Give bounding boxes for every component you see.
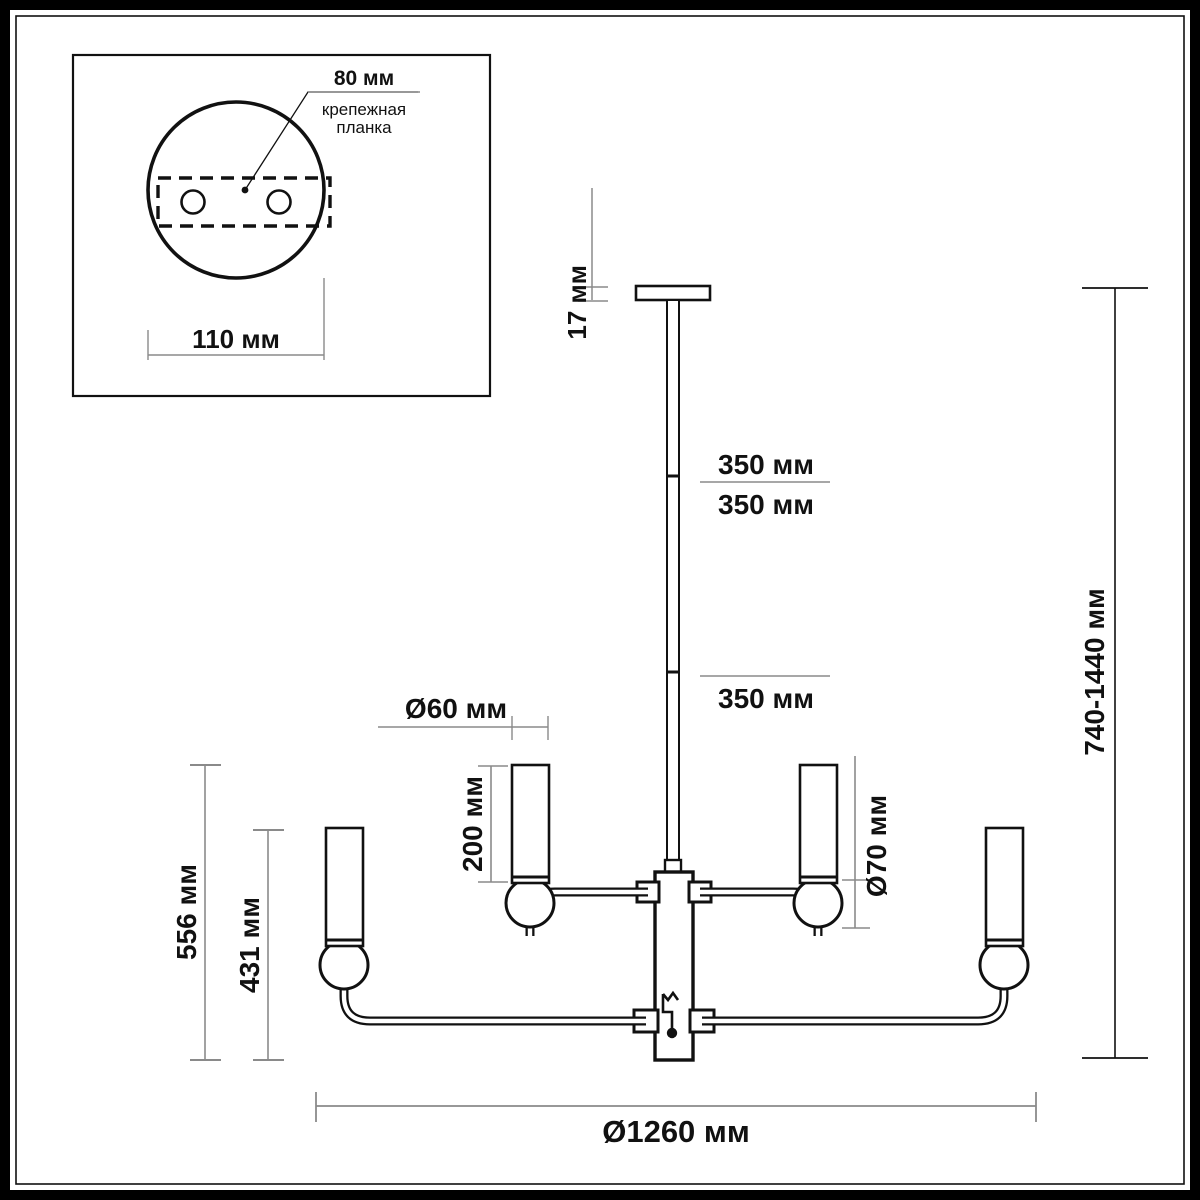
dim-total-height-range-label: 740-1440 мм xyxy=(1079,588,1110,756)
dim-canopy-thickness: 17 мм xyxy=(562,188,608,340)
arm-sphere-inner-right xyxy=(792,877,844,929)
dim-overall-diameter: Ø1260 мм xyxy=(315,1092,1037,1149)
arm-inner-right xyxy=(687,763,844,936)
rod-body-connector xyxy=(663,858,683,874)
ceiling-canopy-plate xyxy=(634,284,712,302)
dim-rod-segment-3-label: 350 мм xyxy=(718,683,814,714)
bracket-hole-right xyxy=(266,189,292,215)
dim-rod-segment-lower: 350 мм xyxy=(700,675,830,714)
dim-overall-diameter-label: Ø1260 мм xyxy=(602,1114,750,1149)
dim-outer-arm-height-label: 556 мм xyxy=(171,864,202,960)
arm-inner-left xyxy=(504,763,661,936)
shade-outer-left xyxy=(324,826,365,948)
canopy-circle xyxy=(146,100,326,280)
dim-bracket-width-label: 80 мм xyxy=(334,67,394,90)
hook-detail xyxy=(661,990,680,1039)
arm-sphere-outer-right xyxy=(978,939,1030,991)
arm-outer-left xyxy=(318,826,660,1034)
arm-sphere-inner-left xyxy=(504,877,556,929)
dim-total-height-range: 740-1440 мм xyxy=(1079,287,1148,1059)
dim-canopy-diameter-label: 110 мм xyxy=(192,324,280,354)
central-body xyxy=(653,870,695,1062)
dim-outer-arm-height: 556 мм xyxy=(171,764,221,1061)
dim-inner-arm-height: 431 мм xyxy=(234,829,284,1061)
dim-rod-segments-upper: 350 мм 350 мм xyxy=(700,449,830,520)
shade-outer-right xyxy=(984,826,1025,948)
dim-sphere-diameter-label: Ø70 мм xyxy=(861,795,892,897)
dim-shade-diameter-label: Ø60 мм xyxy=(405,693,507,724)
dim-canopy-thickness-label: 17 мм xyxy=(562,265,592,340)
callout-label-line1: крепежная xyxy=(322,100,406,119)
shade-inner-left xyxy=(510,763,551,885)
dim-canopy-diameter: 110 мм xyxy=(147,278,325,360)
detail-view-box: 80 мм крепежная планка 110 мм xyxy=(71,53,492,398)
dim-shade-diameter: Ø60 мм xyxy=(378,693,549,740)
callout-label-line2: планка xyxy=(336,118,392,137)
dim-sphere-diameter: Ø70 мм xyxy=(842,756,892,929)
dim-rod-segment-2-label: 350 мм xyxy=(718,489,814,520)
dim-bracket-width: 80 мм xyxy=(308,67,420,93)
dim-shade-height: 200 мм xyxy=(457,765,508,883)
arm-outer-right xyxy=(688,826,1030,1034)
mounting-bracket-dashed xyxy=(156,176,332,228)
suspension-rod xyxy=(663,299,683,874)
dim-inner-arm-height-label: 431 мм xyxy=(234,897,265,993)
dim-rod-segment-1-label: 350 мм xyxy=(718,449,814,480)
arm-sphere-outer-left xyxy=(318,939,370,991)
shade-inner-right xyxy=(798,763,839,885)
dim-shade-height-label: 200 мм xyxy=(457,776,488,872)
bracket-hole-left xyxy=(180,189,206,215)
